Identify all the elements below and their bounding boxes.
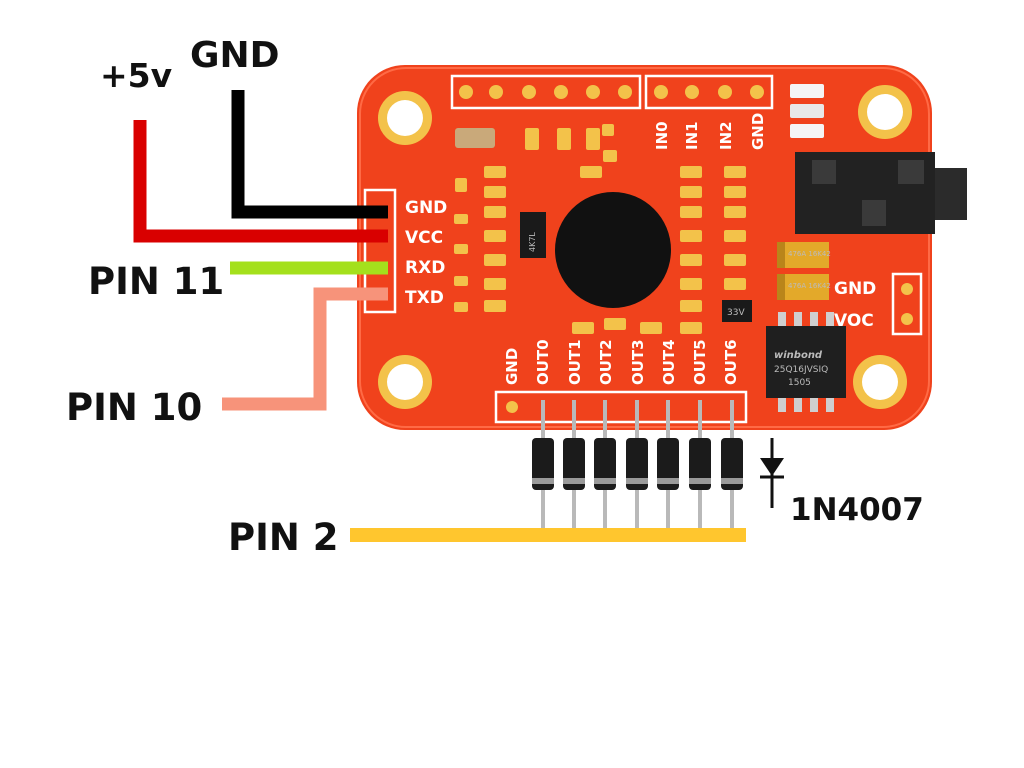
diode-out2 xyxy=(594,400,616,530)
uart-pin-label-rxd: RXD xyxy=(405,258,445,278)
wire-txd xyxy=(222,287,388,411)
main-ic-blob xyxy=(555,192,671,308)
smd-components-right xyxy=(572,166,746,334)
uart-header xyxy=(363,188,397,314)
diode-array xyxy=(532,400,743,530)
smd-resistor xyxy=(520,212,546,258)
output-pin-label-out4: OUT4 xyxy=(660,339,678,385)
label-pin11: PIN 11 xyxy=(88,260,224,303)
wire-gnd xyxy=(231,90,388,219)
diode-out6 xyxy=(721,400,743,530)
top-header-left xyxy=(450,74,642,110)
input-pin-label-3: GND xyxy=(749,113,767,150)
status-leds xyxy=(790,84,824,138)
diode-out4 xyxy=(657,400,679,530)
label-plus5v: +5v xyxy=(100,56,173,95)
regulator-marking: 33V xyxy=(727,308,745,318)
power-pin-gnd xyxy=(901,283,913,295)
label-gnd: GND xyxy=(190,35,280,76)
mounting-hole-top-right xyxy=(858,85,912,139)
uart-pin-label-txd: TXD xyxy=(405,288,444,308)
smd-components-left xyxy=(454,166,506,312)
uart-pin-label-gnd: GND xyxy=(405,198,447,218)
flash-chip-line-1: 25Q16JVSIQ xyxy=(774,365,828,375)
label-pin2: PIN 2 xyxy=(228,516,338,559)
pcb-edge-highlight xyxy=(359,67,930,428)
diode-symbol-icon xyxy=(760,438,784,508)
output-pin-label-out0: OUT0 xyxy=(534,339,552,385)
mounting-hole-bottom-right xyxy=(853,355,907,409)
diode-out0 xyxy=(532,400,554,530)
input-pin-label-1: IN1 xyxy=(683,121,701,150)
power-header xyxy=(891,272,923,336)
output-pin-label-out5: OUT5 xyxy=(691,339,709,385)
label-pin10: PIN 10 xyxy=(66,386,202,429)
resistor-marking: 4K7L xyxy=(528,232,537,252)
audio-jack xyxy=(795,152,967,234)
output-pin-label-out1: OUT1 xyxy=(566,339,584,385)
flash-chip xyxy=(766,312,846,412)
flash-chip-line-2: 1505 xyxy=(788,378,811,388)
tantalum-capacitor-2-marking: 476A 16K42 xyxy=(788,282,831,290)
output-pin-label-out3: OUT3 xyxy=(629,339,647,385)
diode-out1 xyxy=(563,400,585,530)
output-header xyxy=(494,390,748,424)
top-header-right xyxy=(644,74,774,110)
flash-chip-brand: winbond xyxy=(774,350,823,361)
mounting-hole-top-left xyxy=(378,91,432,145)
power-pin-label-gnd: GND xyxy=(834,279,876,299)
tantalum-capacitor-1 xyxy=(777,242,829,268)
label-diode: 1N4007 xyxy=(790,492,924,528)
diode-out5 xyxy=(689,400,711,530)
voltage-regulator xyxy=(722,300,752,322)
ceramic-capacitor xyxy=(455,128,495,148)
output-pin-gnd xyxy=(506,401,518,413)
input-pin-label-2: IN2 xyxy=(717,121,735,150)
power-pin-voc xyxy=(901,313,913,325)
output-pin-label-out6: OUT6 xyxy=(722,339,740,385)
smd-components-top xyxy=(525,124,617,178)
input-pin-label-0: IN0 xyxy=(653,121,671,150)
tantalum-capacitor-2 xyxy=(777,274,829,300)
mounting-hole-bottom-left xyxy=(378,355,432,409)
output-pin-label-out2: OUT2 xyxy=(597,339,615,385)
uart-pin-label-vcc: VCC xyxy=(405,228,443,248)
wire-vcc xyxy=(133,120,388,243)
output-pin-label-gnd: GND xyxy=(503,348,521,385)
pcb-board: IN0 IN1 IN2 GND GND VCC RXD TXD 4K7L xyxy=(357,65,967,430)
tantalum-capacitor-1-marking: 476A 16K42 xyxy=(788,250,831,258)
diode-out3 xyxy=(626,400,648,530)
